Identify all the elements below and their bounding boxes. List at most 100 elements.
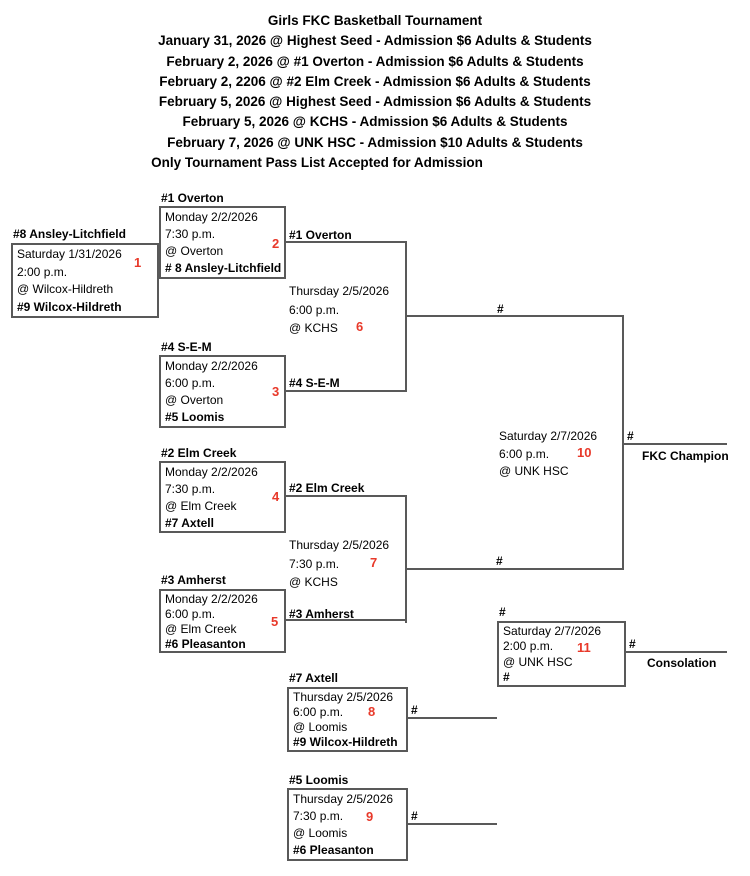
g2-team-bottom: # 8 Ansley-Litchfield (165, 261, 282, 276)
g3-team-top: #4 S-E-M (161, 340, 212, 354)
g11-venue: @ UNK HSC (503, 654, 573, 669)
g7-winner: # (496, 554, 503, 568)
g8-game-number: 8 (368, 704, 376, 719)
g9-winner-line (407, 823, 497, 825)
g11-game-number: 11 (577, 640, 591, 655)
g5-team-bottom: #6 Pleasanton (165, 636, 246, 651)
g5-venue: @ Elm Creek (165, 621, 237, 636)
g7-winner-line (407, 568, 624, 570)
g6-venue: @ KCHS (289, 321, 338, 335)
schedule-line-3: February 2, 2206 @ #2 Elm Creek - Admiss… (159, 73, 591, 89)
g6-game-number: 6 (356, 319, 364, 334)
tournament-title: Girls FKC Basketball Tournament (267, 13, 483, 28)
g7-date: Thursday 2/5/2026 (289, 538, 390, 552)
semifinal-7-vertical-line (405, 495, 407, 623)
g2-team-top: #1 Overton (161, 191, 224, 205)
g1-team-top: #8 Ansley-Litchfield (13, 227, 126, 241)
g8-team-bottom: #9 Wilcox-Hildreth (293, 735, 398, 750)
championship-vertical-line (622, 315, 624, 570)
schedule-line-2: February 2, 2026 @ #1 Overton - Admissio… (166, 53, 584, 69)
g11-date: Saturday 2/7/2026 (503, 623, 602, 638)
g2-date: Monday 2/2/2026 (165, 209, 258, 224)
g5-date: Monday 2/2/2026 (165, 591, 258, 606)
g4-venue: @ Elm Creek (165, 498, 237, 513)
g8-box: Thursday 2/5/2026 6:00 p.m. @ Loomis #9 … (287, 687, 408, 752)
g8-time: 6:00 p.m. (293, 704, 344, 719)
g3-venue: @ Overton (165, 393, 224, 408)
g10-time: 6:00 p.m. (499, 446, 550, 461)
g5-time: 6:00 p.m. (165, 606, 216, 621)
g4-game-number: 4 (272, 489, 280, 504)
g3-winner-line (285, 390, 407, 392)
g3-box: Monday 2/2/2026 6:00 p.m. @ Overton #5 L… (159, 355, 286, 428)
g6-winner-line (407, 315, 624, 317)
g11-time: 2:00 p.m. (503, 639, 554, 654)
g5-team-top: #3 Amherst (161, 573, 226, 587)
g5-winner: #3 Amherst (289, 607, 354, 621)
schedule-line-6: February 7, 2026 @ UNK HSC - Admission $… (167, 134, 583, 150)
g10-game-number: 10 (577, 445, 592, 460)
g1-box: Saturday 1/31/2026 2:00 p.m. @ Wilcox-Hi… (11, 243, 159, 318)
g5-game-number: 5 (271, 614, 279, 629)
g3-game-number: 3 (272, 384, 280, 399)
g3-time: 6:00 p.m. (165, 375, 216, 390)
g1-team-bottom: #9 Wilcox-Hildreth (17, 300, 122, 315)
g8-team-top: #7 Axtell (289, 671, 338, 685)
champion-line (624, 443, 727, 445)
g3-team-bottom: #5 Loomis (165, 410, 225, 425)
g11-team-bottom: # (503, 670, 510, 685)
g11-team-top: # (499, 605, 506, 619)
g6-time: 6:00 p.m. (289, 302, 340, 317)
g10-date: Saturday 2/7/2026 (499, 429, 598, 443)
g10-venue: @ UNK HSC (499, 464, 569, 478)
g1-venue: @ Wilcox-Hildreth (17, 282, 114, 297)
g7-info: Thursday 2/5/2026 7:30 p.m. @ KCHS (289, 536, 389, 592)
g3-winner: #4 S-E-M (289, 376, 340, 390)
g4-winner: #2 Elm Creek (289, 481, 365, 495)
g9-team-top: #5 Loomis (289, 773, 349, 787)
g5-winner-line (285, 619, 407, 621)
g7-time: 7:30 p.m. (289, 556, 340, 571)
g2-venue: @ Overton (165, 244, 224, 259)
g8-venue: @ Loomis (293, 720, 348, 735)
g7-venue: @ KCHS (289, 575, 338, 589)
g4-team-bottom: #7 Axtell (165, 515, 214, 530)
schedule-line-5: February 5, 2026 @ KCHS - Admission $6 A… (182, 114, 568, 130)
g6-date: Thursday 2/5/2026 (289, 284, 390, 298)
semifinal-6-vertical-line (405, 241, 407, 392)
g7-game-number: 7 (370, 555, 378, 570)
consolation-line (626, 651, 727, 653)
g5-box: Monday 2/2/2026 6:00 p.m. @ Elm Creek #6… (159, 589, 286, 653)
schedule-line-1: January 31, 2026 @ Highest Seed - Admiss… (158, 33, 592, 49)
g4-winner-line (285, 495, 407, 497)
g9-game-number: 9 (366, 809, 374, 824)
g6-winner: # (497, 302, 504, 316)
g2-time: 7:30 p.m. (165, 226, 216, 241)
g9-box: Thursday 2/5/2026 7:30 p.m. @ Loomis #6 … (287, 788, 408, 861)
g6-info: Thursday 2/5/2026 6:00 p.m. @ KCHS (289, 282, 389, 338)
g4-box: Monday 2/2/2026 7:30 p.m. @ Elm Creek #7… (159, 461, 286, 533)
consolation-label: Consolation (647, 656, 717, 670)
g8-winner: # (411, 703, 418, 717)
admission-note: Only Tournament Pass List Accepted for A… (151, 155, 483, 171)
g1-date: Saturday 1/31/2026 (17, 246, 122, 261)
g3-date: Monday 2/2/2026 (165, 358, 258, 373)
g4-team-top: #2 Elm Creek (161, 446, 237, 460)
g10-winner: # (627, 429, 634, 443)
g11-box: Saturday 2/7/2026 2:00 p.m. @ UNK HSC # (497, 621, 626, 687)
g2-winner: #1 Overton (289, 228, 352, 242)
g8-winner-line (407, 717, 497, 719)
schedule-line-4: February 5, 2026 @ Highest Seed - Admiss… (158, 94, 592, 110)
header: Girls FKC Basketball Tournament January … (0, 11, 750, 173)
g4-time: 7:30 p.m. (165, 481, 216, 496)
g8-date: Thursday 2/5/2026 (293, 689, 394, 704)
g10-info: Saturday 2/7/2026 6:00 p.m. @ UNK HSC (499, 428, 597, 481)
g1-game-number: 1 (134, 255, 142, 270)
champion-label: FKC Champion (642, 449, 729, 463)
g9-date: Thursday 2/5/2026 (293, 791, 394, 806)
g1-time: 2:00 p.m. (17, 264, 68, 279)
g2-winner-line (285, 241, 407, 243)
g9-team-bottom: #6 Pleasanton (293, 843, 374, 858)
g9-winner: # (411, 809, 418, 823)
